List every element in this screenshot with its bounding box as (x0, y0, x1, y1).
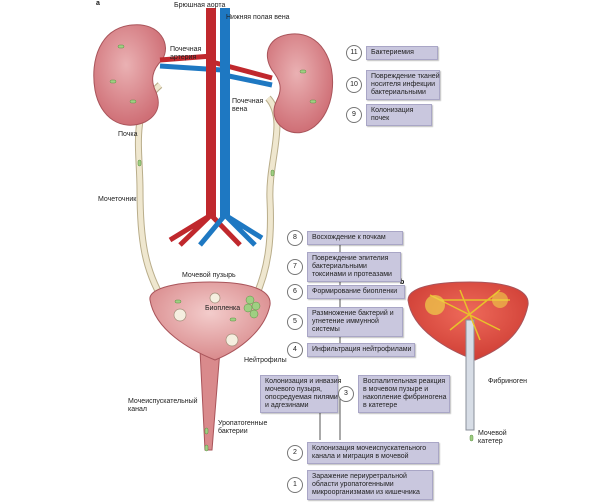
step-number: 6 (287, 284, 303, 300)
step-number: 5 (287, 314, 303, 330)
step-text: Воспалительная реакция в мочевом пузыре … (358, 375, 450, 413)
biofilm-label: Биопленка (205, 305, 241, 312)
renal-artery-label: Почечная артерия (170, 46, 202, 61)
step-text: Колонизация почек (366, 104, 432, 126)
panel-label-b: b (400, 279, 405, 286)
step-8: 8 Восхождение к почкам (287, 230, 403, 246)
step-number: 1 (287, 477, 303, 493)
step-text: Колонизация мочеиспускательного канала и… (307, 442, 439, 464)
renal-artery-left (159, 53, 213, 63)
step-4: 4 Инфильтрация нейтрофилами (287, 342, 415, 358)
step-1: 1 Заражение периуретральной области уроп… (287, 470, 433, 500)
step-text: Бактериемия (366, 46, 438, 60)
step-7: 7 Повреждение эпителия бактериальными то… (287, 252, 401, 282)
bladder-a (149, 281, 271, 361)
step-11: 11 Бактериемия (346, 45, 438, 61)
step-5: 5 Размножение бактерий и угнетение иммун… (287, 307, 403, 337)
ivc-label: Нижняя полая вена (226, 14, 290, 21)
step-number: 7 (287, 259, 303, 275)
panel-label-a: a (96, 0, 100, 7)
catheter-label: Мочевой катетер (478, 430, 507, 445)
biofilm-cluster (243, 295, 261, 319)
step-number: 2 (287, 445, 303, 461)
step-text: Восхождение к почкам (307, 231, 403, 245)
ureter-label: Мочеточник (98, 196, 137, 203)
abdominal-aorta (206, 8, 216, 218)
step-number: 10 (346, 77, 362, 93)
side-box-invasion: Колонизация и инвазия мочевого пузыря, о… (260, 375, 341, 413)
renal-vein-right (223, 72, 273, 88)
aorta-label: Брюшная аорта (174, 2, 226, 9)
uropathogenic-bacteria-label: Уропатогенные бактерии (218, 420, 268, 435)
inferior-vena-cava (220, 8, 230, 218)
urinary-catheter (465, 319, 475, 431)
step-text: Заражение периуретральной области уропат… (307, 470, 433, 500)
urethra (199, 349, 221, 451)
fibrinogen-label: Фибриноген (488, 378, 527, 385)
right-kidney (267, 33, 334, 134)
step-number: 8 (287, 230, 303, 246)
bacteria-markers (109, 44, 474, 452)
step-text: Формирование биопленки (307, 285, 405, 299)
step-text: Инфильтрация нейтрофилами (307, 343, 415, 357)
urethra-label: Мочеиспускательный канал (128, 398, 198, 413)
left-kidney (93, 24, 166, 126)
step-number: 9 (346, 107, 362, 123)
step-3: 3 Воспалительная реакция в мочевом пузыр… (338, 375, 450, 413)
renal-vein-label: Почечная вена (232, 98, 264, 113)
bladder-label: Мочевой пузырь (182, 272, 236, 279)
neutrophil-cells (173, 292, 239, 347)
step-9: 9 Колонизация почек (346, 104, 432, 126)
step-text: Повреждение тканей носителя инфекции бак… (366, 70, 440, 100)
step-number: 3 (338, 386, 354, 402)
kidney-label: Почка (118, 131, 138, 138)
step-2: 2 Колонизация мочеиспускательного канала… (287, 442, 439, 464)
step-6: 6 Формирование биопленки (287, 284, 405, 300)
step-number: 11 (346, 45, 362, 61)
step-10: 10 Повреждение тканей носителя инфекции … (346, 70, 440, 100)
step-text: Размножение бактерий и угнетение иммунно… (307, 307, 403, 337)
step-text: Повреждение эпителия бактериальными токс… (307, 252, 401, 282)
neutrophils-label: Нейтрофилы (244, 357, 287, 364)
step-number: 4 (287, 342, 303, 358)
